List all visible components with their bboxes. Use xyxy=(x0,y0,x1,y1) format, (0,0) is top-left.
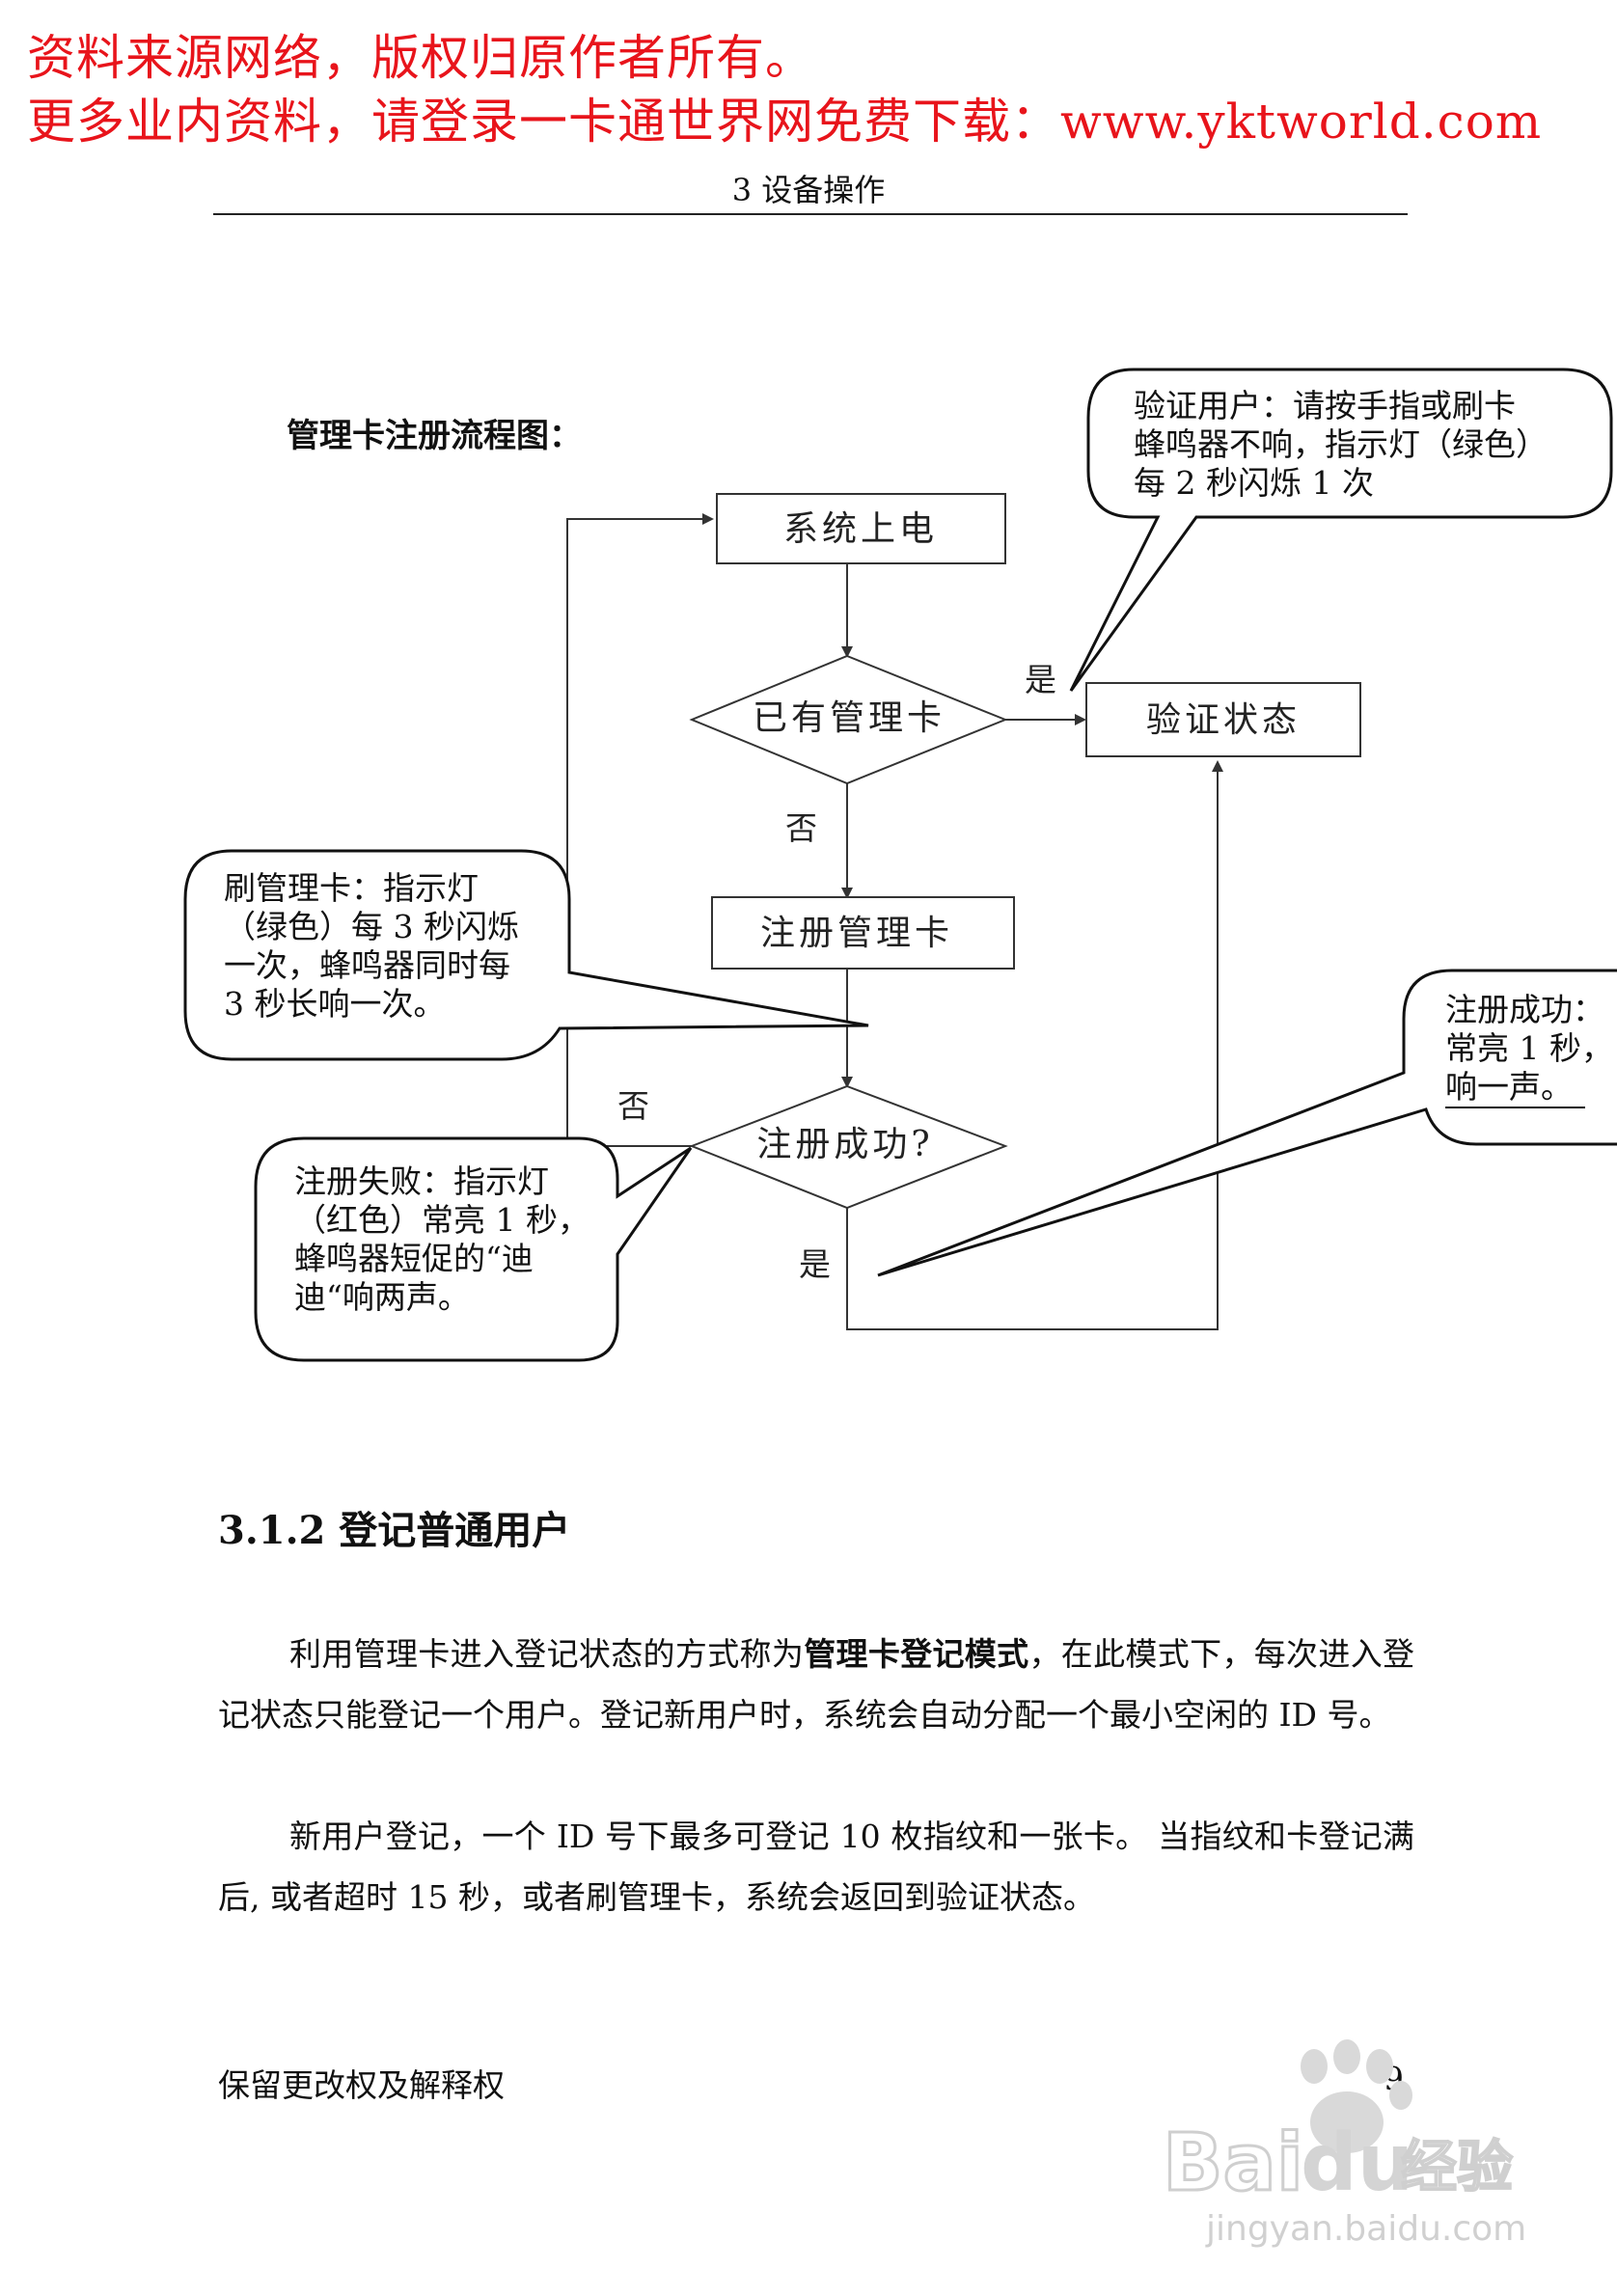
node-has-admin-decision xyxy=(689,654,1008,785)
edge-label-yes-top: 是 xyxy=(1025,661,1056,698)
callout-register-success xyxy=(877,969,1617,1277)
flow-connectors xyxy=(566,513,1223,1330)
edge-success-to-verify xyxy=(846,760,1223,1330)
paragraph-2: 新用户登记，一个 ID 号下最多可登记 10 枚指纹和一张卡。 当指纹和卡登记满… xyxy=(218,1818,1414,1916)
edge-label-no-1: 否 xyxy=(785,809,817,847)
flowchart: 系统上电 已有管理卡 验证状态 注册管理卡 注册成功? 是 否 否 是 验证用户… xyxy=(183,368,1617,1362)
watermark-brand: Bai xyxy=(1163,2118,1303,2209)
copyright-banner-line1: 资料来源网络，版权归原作者所有。 xyxy=(27,30,814,86)
paw-icon xyxy=(1301,2039,1412,2153)
callout-register-fail-text: 注册失败：指示灯 （红色）常亮 1 秒， 蜂鸣器短促的“迪 迪“响两声。 xyxy=(294,1162,599,1316)
para1-text-a: 利用管理卡进入登记状态的方式称为 xyxy=(289,1635,805,1673)
watermark-url: jingyan.baidu.com xyxy=(1205,2209,1526,2249)
node-success-label: 注册成功? xyxy=(756,1125,933,1164)
watermark-suffix: 经验 xyxy=(1401,2134,1513,2200)
callout-verify-user-text: 验证用户：请按手指或刷卡 蜂鸣器不响，指示灯（绿色） 每 2 秒闪烁 1 次 xyxy=(1134,387,1558,502)
callout-verify-user xyxy=(1069,368,1613,692)
para1-bold-term: 管理卡登记模式 xyxy=(804,1635,1029,1673)
node-register-label: 注册管理卡 xyxy=(760,914,953,953)
edge-label-no-2: 否 xyxy=(617,1087,649,1125)
footer-rights: 保留更改权及解释权 xyxy=(218,2066,505,2104)
callout-register-success-text: 注册成功： 常亮 1 秒， 响一声。 xyxy=(1445,991,1617,1106)
node-success-decision xyxy=(689,1084,1008,1210)
download-banner-line2: 更多业内资料，请登录一卡通世界网免费下载：www.yktworld.com xyxy=(27,94,1543,150)
baidu-watermark: Bai du 经验 jingyan.baidu.com xyxy=(1162,2039,1526,2249)
callout-register-fail xyxy=(254,1136,693,1362)
para1-text-b: ，在此模式下，每次进入登记状态只能登记一个用户。登记新用户时，系统会自动分配一个… xyxy=(218,1635,1415,1734)
node-has-admin-label: 已有管理卡 xyxy=(753,698,946,738)
edge-fail-loop xyxy=(566,513,714,1147)
callout-swipe-admin-text: 刷管理卡：指示灯 （绿色）每 3 秒闪烁 一次，蜂鸣器同时每 3 秒长响一次。 xyxy=(224,869,529,1023)
node-power-on xyxy=(716,493,1006,564)
node-verify-label: 验证状态 xyxy=(1146,700,1301,740)
node-verify-state xyxy=(1085,682,1361,757)
flowchart-title: 管理卡注册流程图： xyxy=(287,417,582,455)
paragraph-1: 利用管理卡进入登记状态的方式称为管理卡登记模式，在此模式下，每次进入登记状态只能… xyxy=(218,1624,1414,1745)
edge-label-yes-bottom: 是 xyxy=(799,1245,831,1283)
running-header: 3 设备操作 xyxy=(731,172,886,208)
section-heading: 3.1.2 登记普通用户 xyxy=(218,1508,571,1553)
header-rule xyxy=(213,213,1408,215)
watermark-du: du xyxy=(1301,2118,1413,2209)
callout-swipe-admin xyxy=(183,849,869,1061)
node-power-on-label: 系统上电 xyxy=(783,509,938,549)
node-register-admin xyxy=(711,896,1015,970)
